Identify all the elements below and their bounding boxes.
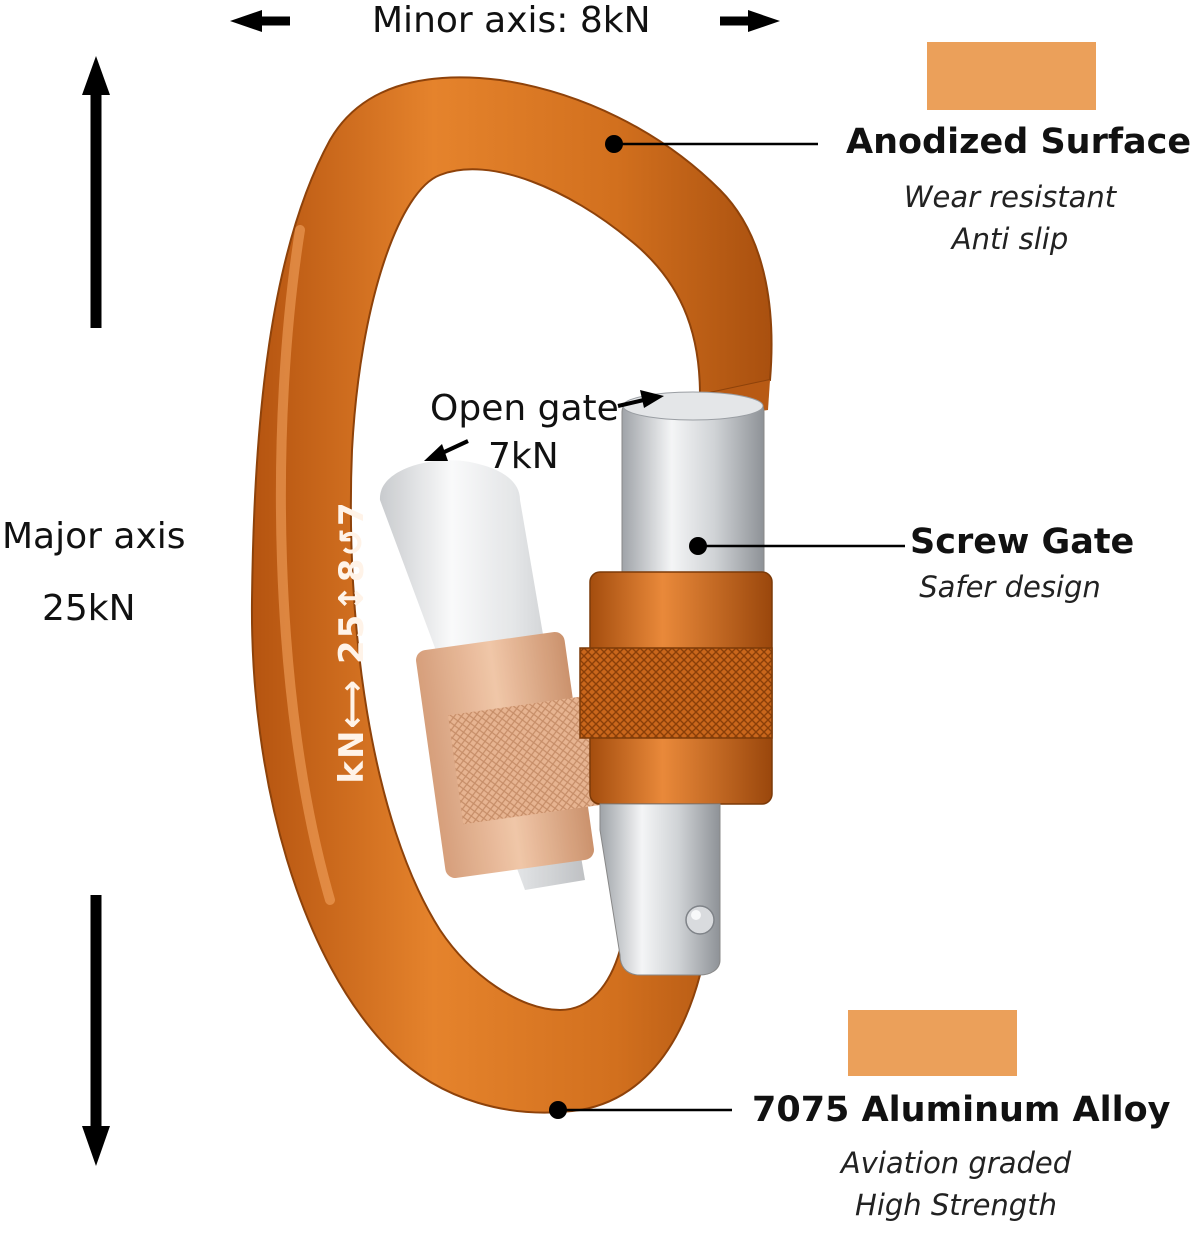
aluminum-alloy-title: 7075 Aluminum Alloy <box>752 1090 1171 1130</box>
open-gate-value: 7kN <box>488 436 559 477</box>
aluminum-alloy-sub1: Aviation graded <box>840 1146 1072 1180</box>
anodized-surface-title: Anodized Surface <box>846 122 1191 162</box>
screw-gate-title: Screw Gate <box>910 522 1135 562</box>
anodized-surface-sub2: Anti slip <box>951 222 1069 256</box>
open-gate-arrows <box>424 390 664 461</box>
color-swatch-bottom <box>848 1010 1017 1076</box>
screw-gate-sub1: Safer design <box>919 570 1101 604</box>
spine-marking: kN⟷ 25↕8↺7 <box>332 500 372 784</box>
anodized-surface-sub1: Wear resistant <box>903 180 1117 214</box>
screw-gate <box>579 391 773 976</box>
major-axis-value: 25kN <box>42 588 136 629</box>
color-swatch-top <box>927 42 1096 110</box>
open-gate-label: Open gate <box>430 388 619 429</box>
major-axis-arrows <box>82 56 110 1166</box>
minor-axis-label: Minor axis: 8kN <box>372 0 651 41</box>
open-gate-ghost <box>379 460 602 890</box>
callout-lines <box>549 135 905 1119</box>
carabiner-body <box>250 76 773 1114</box>
carabiner-illustration <box>82 10 905 1166</box>
minor-axis-arrows <box>230 10 780 32</box>
major-axis-label: Major axis <box>2 516 186 557</box>
aluminum-alloy-sub2: High Strength <box>855 1188 1057 1222</box>
